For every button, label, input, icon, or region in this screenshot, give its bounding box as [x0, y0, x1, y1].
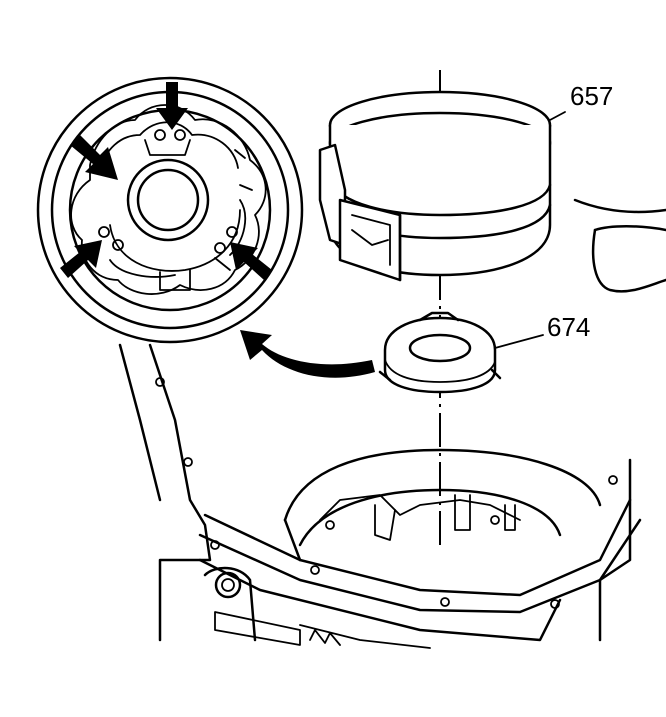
callout-674: 674 — [494, 312, 590, 349]
arrow-down-icon — [156, 82, 188, 130]
adjacent-component — [573, 198, 666, 293]
callout-label-674: 674 — [547, 312, 590, 342]
arrow-up-left-icon — [230, 242, 272, 280]
arrow-down-right-icon — [70, 135, 118, 180]
thrust-washer-674 — [378, 311, 502, 394]
brake-band-657 — [318, 90, 552, 282]
curved-arrow-icon — [240, 330, 375, 378]
transmission-case — [118, 343, 642, 649]
arrow-up-right-icon — [60, 240, 102, 278]
indicator-arrows — [60, 82, 375, 378]
case-bolt-holes — [155, 377, 618, 609]
callout-label-657: 657 — [570, 81, 613, 111]
callout-657: 657 — [549, 81, 613, 121]
